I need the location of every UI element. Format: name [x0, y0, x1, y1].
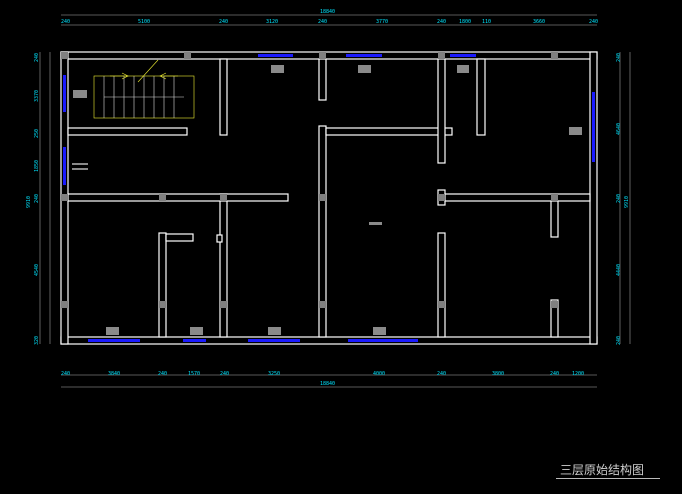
bottom-dims: 240 3840 240 1570 240 3250 4000 240 3800… [61, 371, 584, 377]
dim: 3840 [108, 371, 120, 377]
dim: 3250 [268, 371, 280, 377]
columns [61, 52, 558, 308]
walls [60, 51, 598, 345]
dim: 3370 [34, 90, 40, 102]
dim: 4440 [616, 264, 622, 276]
dim: 5100 [138, 19, 150, 25]
dim: 240 [616, 194, 622, 203]
dim: 3800 [492, 371, 504, 377]
windows [63, 54, 595, 342]
dim: 240 [437, 371, 446, 377]
dim: 240 [34, 194, 40, 203]
dim: 3660 [533, 19, 545, 25]
dim: 1800 [459, 19, 471, 25]
top-dims: 240 5100 240 3120 240 3770 240 1800 110 … [61, 19, 598, 25]
right-total-dim: 9910 [624, 196, 630, 208]
staircase [93, 59, 195, 119]
dim: 240 [61, 371, 70, 377]
dim: 3770 [376, 19, 388, 25]
dimension-lines [39, 14, 631, 388]
dim: 240 [550, 371, 559, 377]
dim: 240 [437, 19, 446, 25]
dim: 110 [482, 19, 491, 25]
dim: 240 [158, 371, 167, 377]
dim: 3120 [266, 19, 278, 25]
dim: 240 [220, 371, 229, 377]
top-total-dim: 18840 [320, 9, 335, 15]
dim: 4640 [616, 123, 622, 135]
room-labels [72, 65, 582, 335]
dim: 240 [616, 53, 622, 62]
dim: 1570 [188, 371, 200, 377]
dim: 240 [616, 336, 622, 345]
dim: 320 [34, 336, 40, 345]
dim: 240 [34, 53, 40, 62]
dim: 250 [34, 129, 40, 138]
left-total-dim: 9910 [26, 196, 32, 208]
dim: 4000 [373, 371, 385, 377]
bottom-total-dim: 18840 [320, 381, 335, 387]
dim: 240 [219, 19, 228, 25]
dim: 240 [589, 19, 598, 25]
dim: 240 [318, 19, 327, 25]
right-dims: 240 4640 240 4440 240 9910 [616, 53, 630, 345]
title-underline [556, 478, 660, 479]
dim: 4540 [34, 264, 40, 276]
drawing-title: 三层原始结构图 [560, 463, 645, 477]
dim: 240 [61, 19, 70, 25]
dim: 1200 [572, 371, 584, 377]
dim: 1850 [34, 160, 40, 172]
left-dims: 240 3370 250 1850 240 4540 320 9910 [26, 53, 40, 345]
